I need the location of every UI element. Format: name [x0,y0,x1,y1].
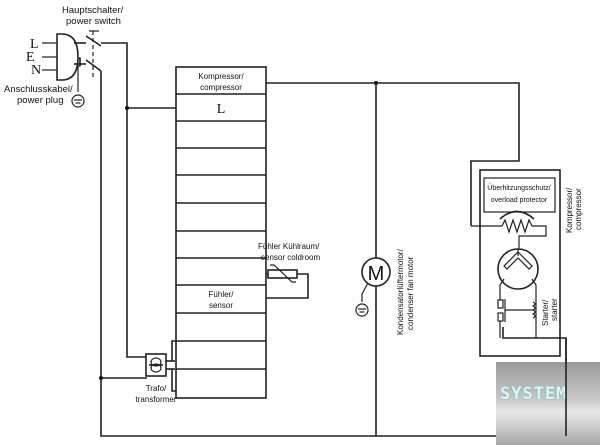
overload-bimetal-icon [499,210,535,220]
switch-label-de: Hauptschalter/ [62,5,124,16]
plug-label-de: Anschlusskabel/ [4,84,73,95]
terminal-block: Kompressor/ compressor L Fühler/ sensor [175,66,267,399]
fan-motor-label-en: condenser fan motor [406,256,415,330]
coldroom-sensor: Fühler Kühlraum/ sensor coldroom [258,242,320,299]
starter-label-de: Starter/ [541,299,550,326]
transformer-coil-icon [150,357,162,367]
overload-label-de: Überhitzungsschutz/ [487,184,550,192]
coldroom-sensor-label-de: Fühler Kühlraum/ [258,242,320,251]
switch-label-en: power switch [66,16,121,27]
transformer-label-de: Trafo/ [146,384,167,393]
motor-icon [361,257,391,287]
terminal-l: L [217,102,226,117]
terminal-compressor-en: compressor [200,83,242,92]
compressor-label-en: compressor [574,188,583,230]
compressor-unit: Überhitzungsschutz/ overload protector S… [471,169,583,357]
system4-watermark-logo: SYSTEM [496,362,600,445]
overload-label-en: overload protector [491,197,548,204]
terminal-compressor-de: Kompressor/ [198,72,244,81]
starter-relay-icon [497,299,537,322]
pin-label-e: E [26,50,35,65]
starter-label-en: starter [550,298,559,321]
plug-body [56,33,79,81]
terminal-sensor-en: sensor [209,301,233,310]
pin-label-n: N [31,63,41,78]
power-plug: L E N Anschlusskabel/ power plug [4,33,79,106]
fan-motor-label-de: Kondensatorlüftermotor/ [396,248,405,335]
watermark-text: SYSTEM [500,384,568,404]
ground-icon [355,303,369,317]
wires [99,42,567,437]
coldroom-sensor-label-en: sensor coldroom [261,253,320,262]
compressor-housing [479,169,561,357]
overload-resistor-icon [471,218,547,249]
overload-protector-box [483,177,556,213]
power-switch: Hauptschalter/ power switch [62,5,124,80]
motor-symbol: M [368,263,385,285]
thermistor-icon [267,269,298,279]
pin-label-l: L [30,37,39,52]
compressor-label-de: Kompressor/ [565,187,574,233]
transformer-label-en: transformer [136,395,177,404]
terminal-sensor-de: Fühler/ [209,290,235,299]
plug-label-en: power plug [17,95,63,106]
transformer: Trafo/ transformer [136,353,177,404]
condenser-fan-motor: M Kondensatorlüftermotor/ condenser fan … [355,248,415,335]
